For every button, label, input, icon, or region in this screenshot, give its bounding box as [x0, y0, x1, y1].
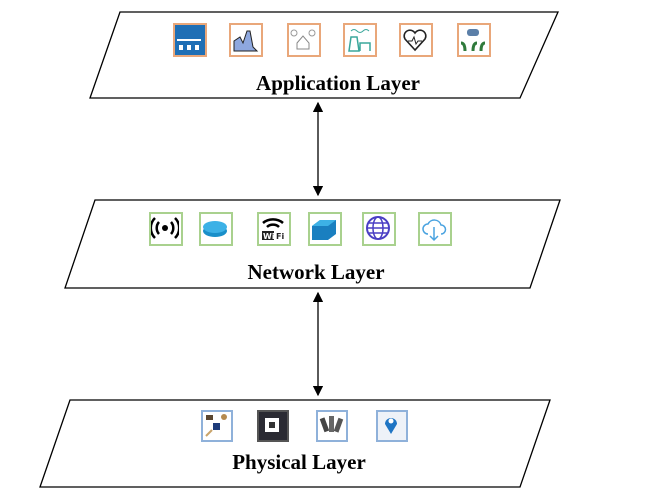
wireless-signal-icon: [149, 212, 183, 246]
physical-layer-label: Physical Layer: [232, 450, 366, 474]
smart-home-icon: [287, 23, 321, 57]
globe-icon: [362, 212, 396, 246]
smart-agriculture-icon: [457, 23, 491, 57]
smart-health-icon: [399, 23, 433, 57]
network-layer-label: Network Layer: [247, 260, 385, 284]
application-layer-plane: [89, 11, 559, 99]
smart-transport-icon: [173, 23, 207, 57]
chip-icon: [257, 410, 289, 442]
location-pin-icon: [376, 410, 408, 442]
switch-icon: [308, 212, 342, 246]
smart-industry-icon: [229, 23, 263, 57]
physical-layer-plane: [39, 399, 551, 488]
router-icon: [199, 212, 233, 246]
cloud-download-icon: [418, 212, 452, 246]
svg-text:Fi: Fi: [276, 232, 284, 241]
svg-text:Wi: Wi: [263, 232, 275, 241]
actuators-icon: [316, 410, 348, 442]
smart-energy-icon: [343, 23, 377, 57]
sensors-icon: [201, 410, 233, 442]
application-layer-label: Application Layer: [256, 71, 420, 95]
